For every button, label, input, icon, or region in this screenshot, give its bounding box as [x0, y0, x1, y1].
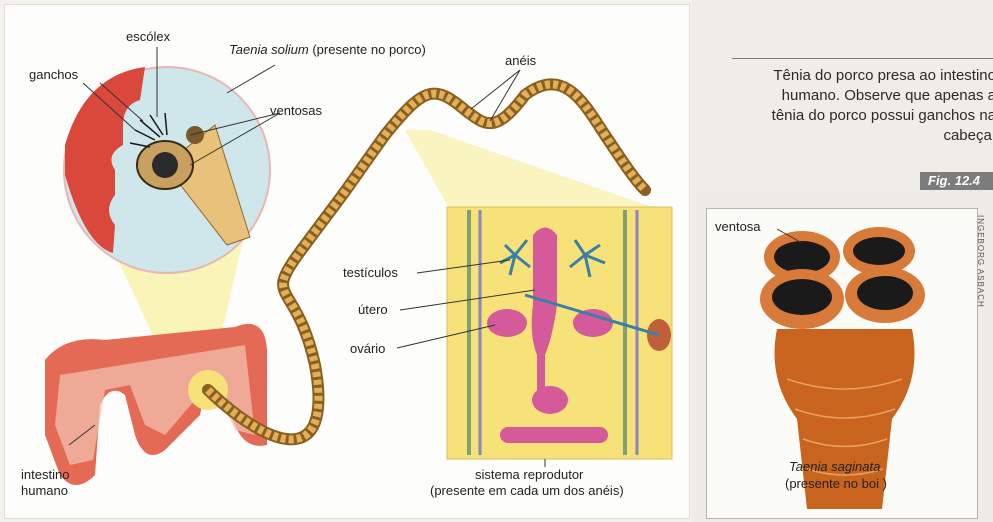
- label-testiculos: testículos: [343, 265, 398, 281]
- illustrator-credit: INGEBORG ASBACH: [976, 215, 985, 308]
- label-escolex: escólex: [126, 29, 170, 45]
- sucker-1: [152, 152, 178, 178]
- right-panel: Tênia do porco presa ao intestino humano…: [692, 0, 993, 522]
- figure-number: Fig. 12.4: [920, 172, 993, 190]
- sucker-4-inner: [857, 276, 913, 310]
- tapeworm-diagram: [5, 5, 689, 518]
- label-ovario: ovário: [350, 341, 385, 357]
- label-aneis: anéis: [505, 53, 536, 69]
- caption-line-4: cabeça.: [706, 126, 993, 146]
- caption-line-2: humano. Observe que apenas a: [706, 86, 993, 106]
- ovary-right: [573, 309, 613, 337]
- label-intestino-line1: intestino: [21, 467, 69, 483]
- label-sistema-line1: sistema reprodutor: [475, 467, 583, 483]
- sucker-2: [186, 126, 204, 144]
- label-ganchos: ganchos: [29, 67, 78, 83]
- caption-line-3: tênia do porco possui ganchos na: [706, 106, 993, 126]
- main-illustration-panel: escólex ganchos Taenia solium (presente …: [4, 4, 690, 519]
- label-ventosa: ventosa: [715, 219, 761, 235]
- label-taenia-solium: Taenia solium (presente no porco): [229, 42, 426, 58]
- vitelline-gland: [532, 386, 568, 414]
- species-host-solium: (presente no porco): [309, 42, 426, 57]
- figure-caption: Tênia do porco presa ao intestino humano…: [706, 66, 993, 146]
- caption-box: Tênia do porco presa ao intestino humano…: [692, 0, 993, 190]
- vagina-canal: [500, 427, 608, 443]
- label-utero: útero: [358, 302, 388, 318]
- sucker-2-inner: [853, 237, 905, 265]
- sucker-3-inner: [772, 279, 832, 315]
- label-taenia-saginata: Taenia saginata: [789, 459, 880, 475]
- label-sistema-line2: (presente em cada um dos anéis): [430, 483, 624, 499]
- label-intestino-line2: humano: [21, 483, 68, 499]
- species-name-solium: Taenia solium: [229, 42, 309, 57]
- sucker-1-inner: [774, 241, 830, 273]
- taenia-saginata-inset: ventosa Taenia saginata (presente no boi…: [706, 208, 978, 519]
- caption-line-1: Tênia do porco presa ao intestino: [706, 66, 993, 86]
- caption-rule: [732, 58, 993, 59]
- label-saginata-host: (presente no boi ): [785, 476, 887, 492]
- ovary-left: [487, 309, 527, 337]
- label-ventosas: ventosas: [270, 103, 322, 119]
